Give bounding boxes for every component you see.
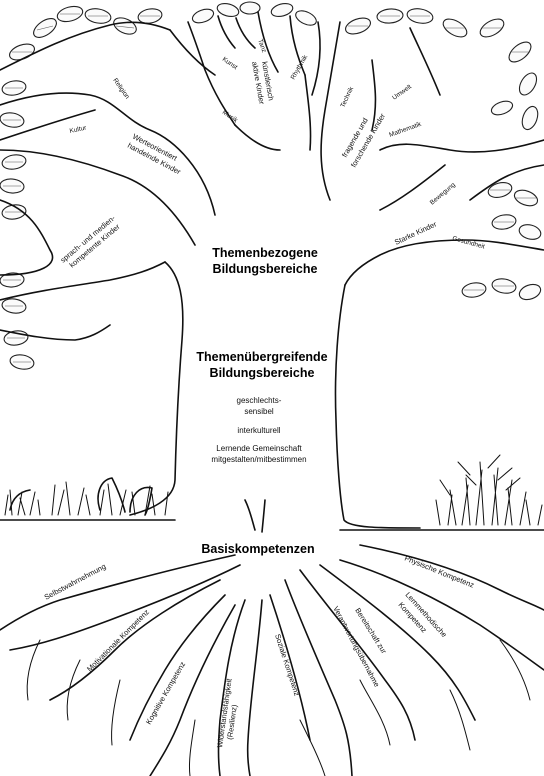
tree-outline <box>0 11 544 533</box>
label-technik: Technik <box>339 85 355 109</box>
heading-uebergreifende-2: Bildungsbereiche <box>210 366 315 380</box>
label-starke-kinder: Starke Kinder <box>393 219 438 247</box>
label-physische: Physische Kompetenz <box>403 554 475 590</box>
label-lernende-gemeinschaft: Lernende Gemeinschaft <box>216 444 302 453</box>
grass-left <box>4 477 169 516</box>
label-soziale: Soziale Kompetenz <box>273 633 302 697</box>
label-kultur: Kultur <box>69 124 88 135</box>
label-bewegung: Bewegung <box>429 181 457 206</box>
label-sensibel: sensibel <box>244 407 274 416</box>
label-interkulturell: interkulturell <box>237 426 280 435</box>
label-geschlechts: geschlechts- <box>237 396 282 405</box>
grass-right <box>435 454 543 526</box>
label-religion: Religion <box>111 77 130 101</box>
label-mitgestalten: mitgestalten/mitbestimmen <box>211 455 306 464</box>
heading-basiskompetenzen: Basiskompetenzen <box>201 542 314 556</box>
heading-uebergreifende-1: Themenübergreifende <box>196 350 327 364</box>
label-musik: Musik <box>221 109 240 125</box>
label-bereitschaft-2: Verantwortungsübernahme <box>331 605 381 689</box>
roots-outline <box>0 544 544 776</box>
label-mathematik: Mathematik <box>388 121 423 139</box>
label-umwelt: Umwelt <box>391 83 413 101</box>
label-tanz: Tanz <box>256 38 267 53</box>
label-gesundheit: Gesundheit <box>451 235 485 250</box>
label-rhythmik: Rhythmik <box>290 53 310 81</box>
heading-themenbezogene-1: Themenbezogene <box>212 246 318 260</box>
leaves <box>0 1 542 370</box>
heading-themenbezogene-2: Bildungsbereiche <box>213 262 318 276</box>
label-kunst: Kunst <box>221 56 239 71</box>
